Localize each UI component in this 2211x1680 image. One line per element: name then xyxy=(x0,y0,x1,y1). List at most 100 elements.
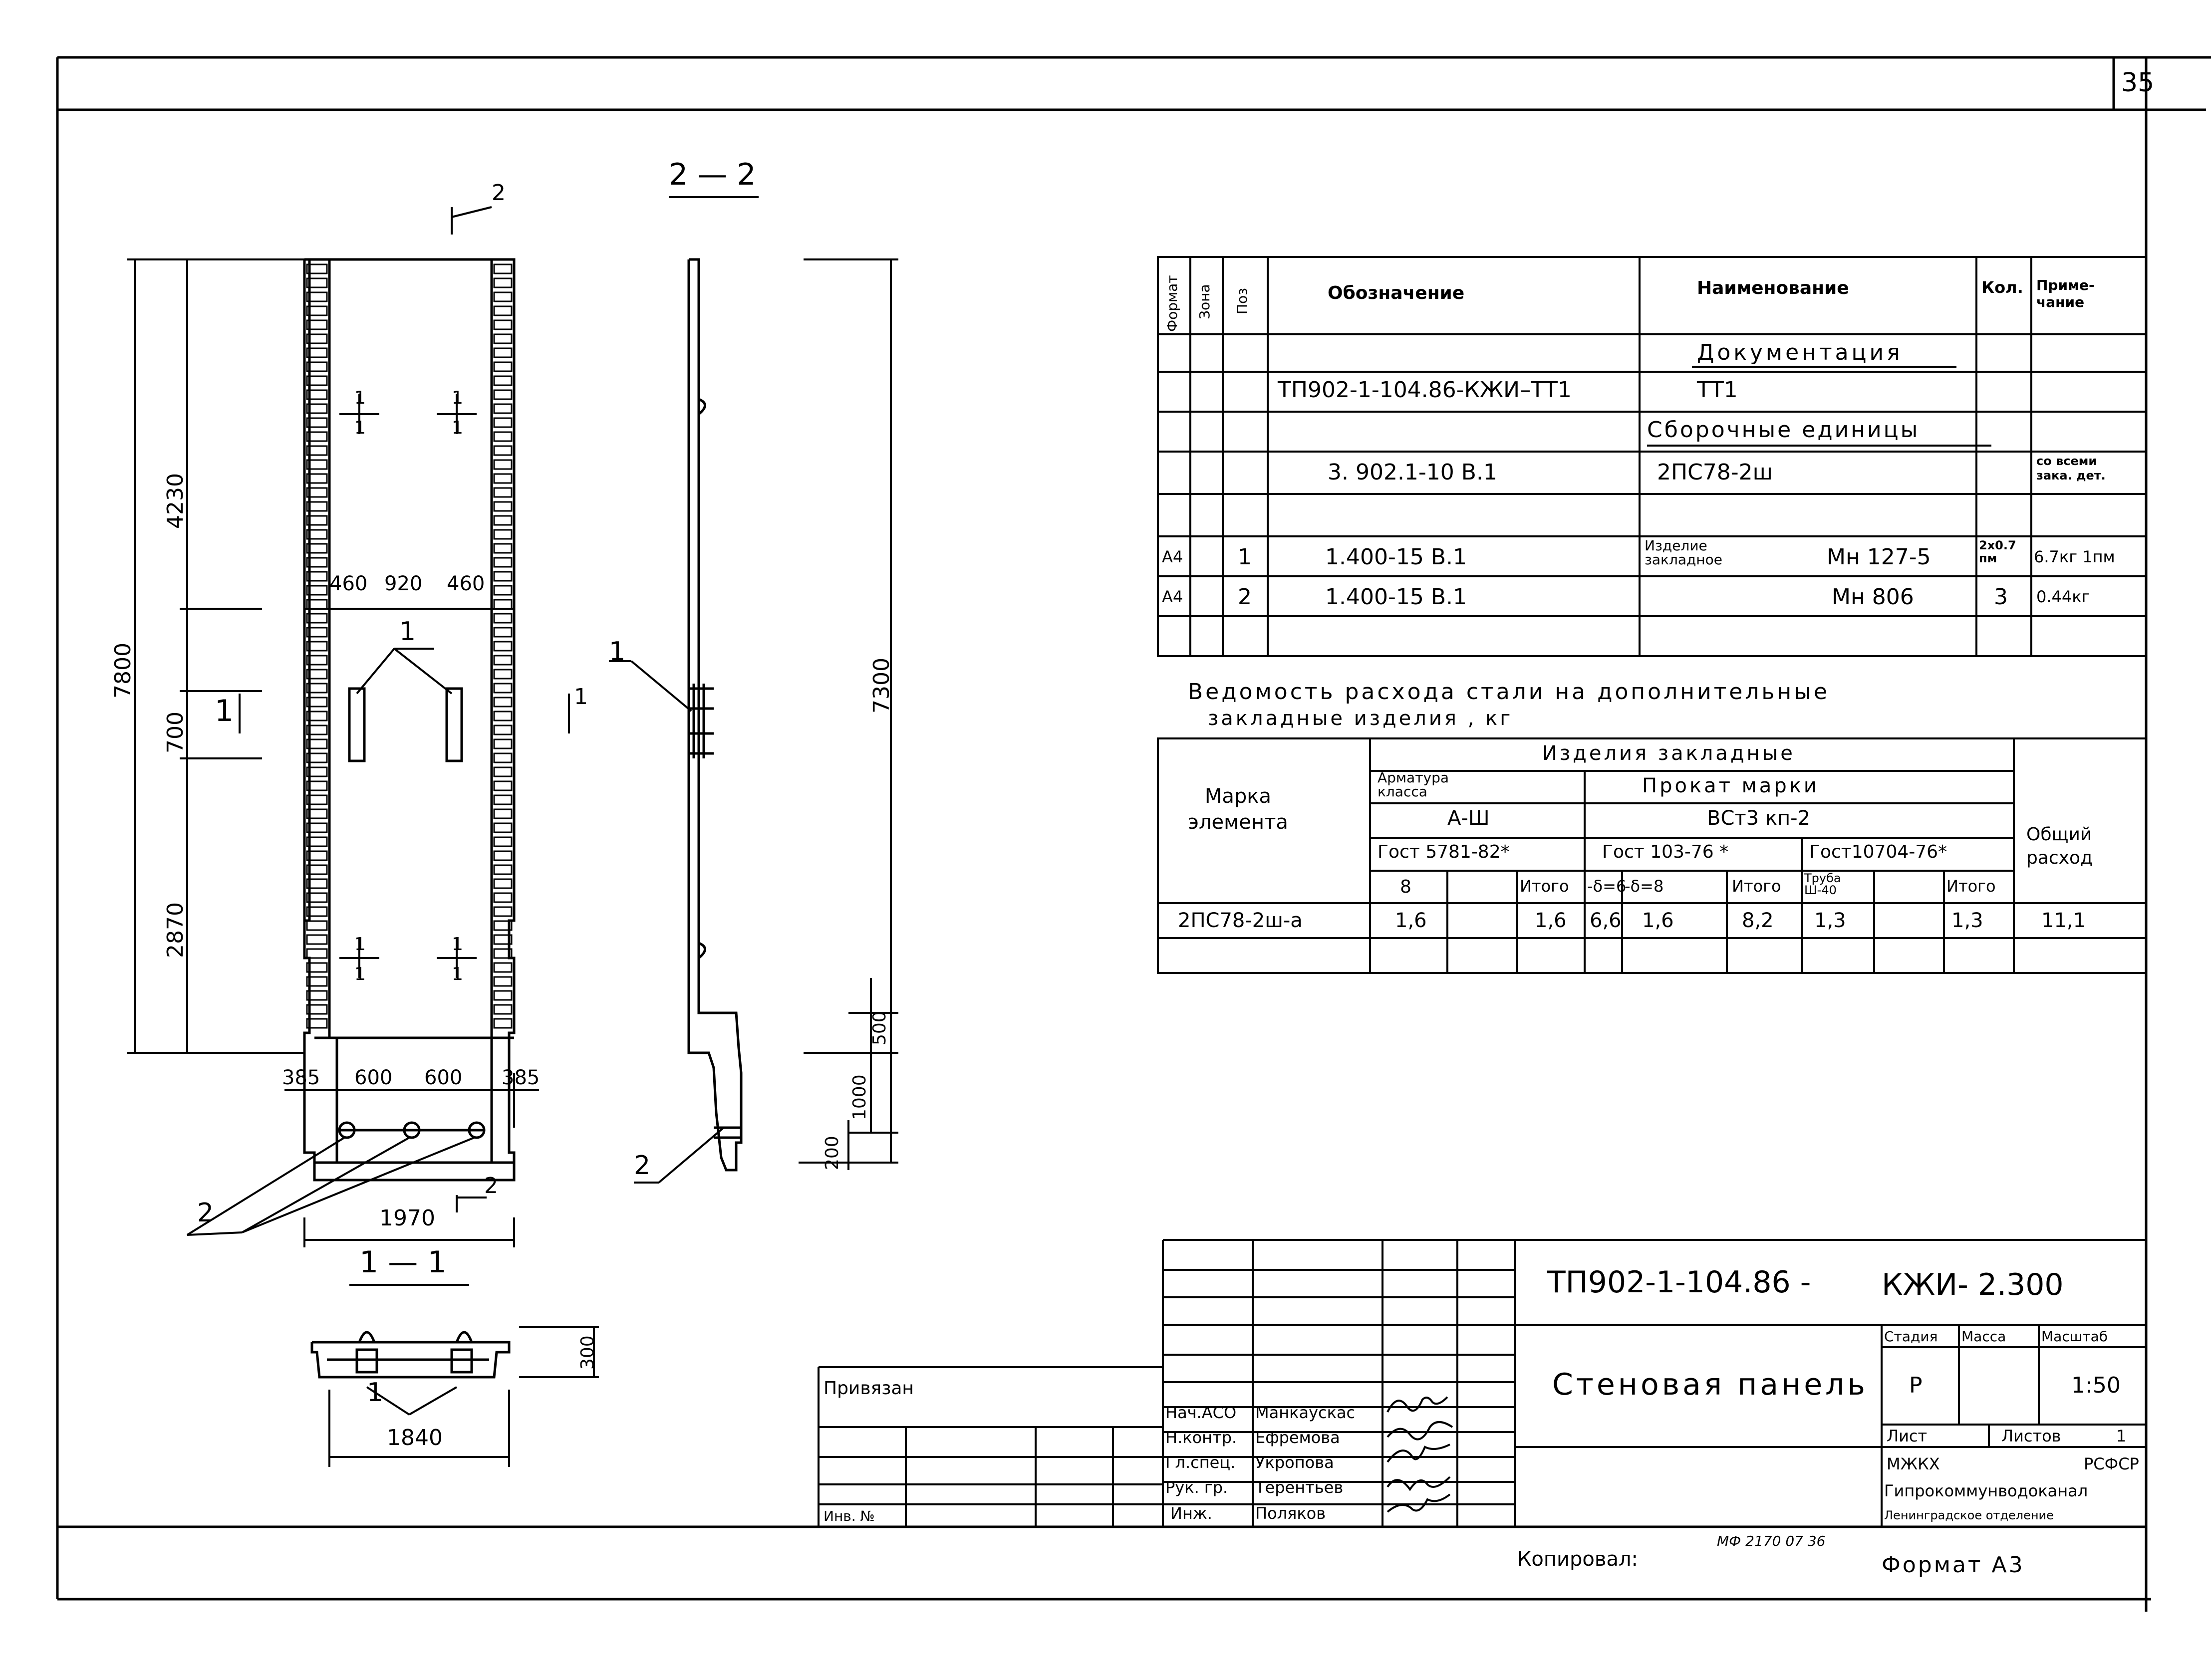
doc-code-2: КЖИ- 2.300 xyxy=(1882,1267,2064,1302)
rib-mark xyxy=(493,990,513,1001)
privyazan-label: Привязан xyxy=(824,1378,914,1399)
col-qty: Кол. xyxy=(1981,278,2023,297)
rib-mark xyxy=(306,557,328,568)
rib-mark xyxy=(306,375,328,386)
steel-total: 11,1 xyxy=(2041,909,2086,932)
signatures xyxy=(1386,1396,1453,1513)
col-zone: Зона xyxy=(1196,284,1213,319)
rib-mark xyxy=(493,515,513,526)
row3-format: А4 xyxy=(1162,547,1183,566)
rib-mark xyxy=(306,305,328,316)
rib-mark xyxy=(493,962,513,973)
section-2-2-title: 2 — 2 xyxy=(669,157,756,192)
rib-mark xyxy=(493,347,513,358)
name-4: Терентьев xyxy=(1255,1478,1344,1497)
rib-mark xyxy=(306,697,328,708)
dim-460-right: 460 xyxy=(447,572,485,595)
row4-format: А4 xyxy=(1162,587,1183,606)
rib-mark xyxy=(306,361,328,372)
section-1-marker: 1 xyxy=(215,694,234,728)
dim-7300: 7300 xyxy=(869,658,894,714)
steel-val-9: 1,3 xyxy=(1951,909,1983,932)
mass-label: Масса xyxy=(1961,1328,2006,1345)
section-2-bottom-marker: 2 xyxy=(484,1173,498,1199)
rib-mark xyxy=(306,389,328,400)
rib-mark xyxy=(306,920,328,931)
rib-mark xyxy=(493,934,513,945)
rib-mark xyxy=(493,711,513,721)
rib-mark xyxy=(493,557,513,568)
rib-mark xyxy=(306,473,328,484)
group-header: Изделия закладные xyxy=(1542,742,1795,765)
rib-mark xyxy=(493,669,513,680)
rib-mark xyxy=(493,976,513,987)
rib-mark xyxy=(493,305,513,316)
section-1-arrow: 1 xyxy=(574,684,588,710)
section-docs: Документация xyxy=(1697,340,1903,365)
rib-mark xyxy=(493,445,513,456)
sheet-label: Лист xyxy=(1887,1427,1928,1445)
rib-mark xyxy=(306,319,328,330)
sub-col-d8: -δ=8 xyxy=(1625,877,1664,896)
sheets-count: 1 xyxy=(2116,1427,2127,1445)
cut-mark-3: 1 xyxy=(354,418,366,438)
section-label-1: 1 xyxy=(609,637,626,667)
rib-mark xyxy=(306,585,328,596)
rib-mark xyxy=(493,263,513,274)
dim-1840: 1840 xyxy=(387,1425,443,1450)
rib-mark xyxy=(306,808,328,819)
gost-2: Гост 103-76 * xyxy=(1602,842,1729,862)
doc-code: ТП902-1-104.86 - xyxy=(1547,1265,1811,1300)
org-institute: Гипрокоммунводоканал xyxy=(1884,1481,2088,1500)
anchor-label-1: 1 xyxy=(399,617,416,647)
rib-mark xyxy=(493,459,513,470)
rib-mark xyxy=(306,417,328,428)
rib-mark xyxy=(493,892,513,903)
rib-mark xyxy=(306,501,328,512)
rib-mark xyxy=(493,291,513,302)
row3-note: 6.7кг 1пм xyxy=(2034,547,2115,566)
rib-mark xyxy=(306,403,328,414)
format-label: Формат А3 xyxy=(1882,1552,2025,1578)
rib-mark xyxy=(306,487,328,498)
rib-mark xyxy=(493,1018,513,1029)
row3-pos: 1 xyxy=(1238,544,1252,570)
rib-mark xyxy=(306,627,328,638)
rib-mark xyxy=(306,1004,328,1015)
embedded-label-2: 2 xyxy=(197,1198,214,1228)
steel-val-6: 8,2 xyxy=(1742,909,1774,932)
dim-700: 700 xyxy=(163,712,188,753)
sub-col-d6: -δ=6 xyxy=(1587,877,1627,896)
rib-mark xyxy=(306,822,328,833)
steel-val-4: 6,6 xyxy=(1590,909,1622,932)
total-header: Общий расход xyxy=(2026,824,2093,868)
steel-val-3: 1,6 xyxy=(1535,909,1567,932)
rib-mark xyxy=(493,599,513,610)
rib-mark xyxy=(306,794,328,805)
steel-val-1: 1,6 xyxy=(1395,909,1427,932)
col-format: Формат xyxy=(1164,275,1180,332)
cut-mark-6: 1 xyxy=(452,934,463,955)
steel-row-mark: 2ПС78-2ш-а xyxy=(1178,909,1303,932)
rib-mark xyxy=(306,1018,328,1029)
cut-mark-2: 1 xyxy=(452,388,463,408)
rib-mark xyxy=(493,431,513,442)
row3-name: Мн 127-5 xyxy=(1827,544,1931,570)
row4-pos: 2 xyxy=(1238,584,1252,610)
rib-mark xyxy=(493,864,513,875)
gost-3: Гост10704-76* xyxy=(1809,842,1947,862)
org-branch: Ленинградское отделение xyxy=(1884,1508,2054,1522)
scale-label: Масштаб xyxy=(2041,1328,2108,1345)
sub-col-itogo-1: Итого xyxy=(1520,877,1569,896)
rib-mark xyxy=(493,627,513,638)
rib-mark xyxy=(306,962,328,973)
rib-mark xyxy=(306,669,328,680)
rib-mark xyxy=(306,766,328,777)
copied-label: Копировал: xyxy=(1517,1548,1639,1571)
stage-value: Р xyxy=(1909,1373,1923,1398)
rib-mark xyxy=(306,780,328,791)
sheets-label: Листов xyxy=(2001,1427,2061,1445)
stage-label: Стадия xyxy=(1884,1328,1938,1345)
rib-mark xyxy=(493,697,513,708)
org-ministry: МЖКХ xyxy=(1887,1454,1940,1473)
